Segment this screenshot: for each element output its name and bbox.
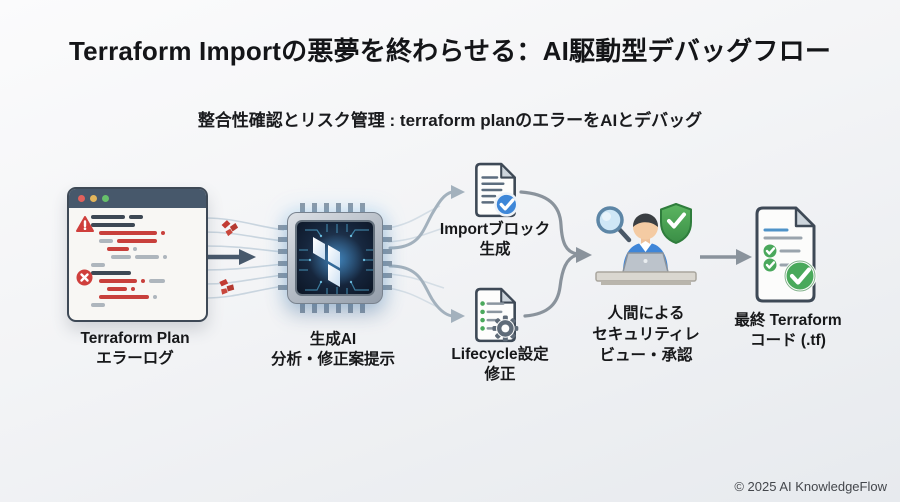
approved-badge-icon [783,259,817,293]
chip-circuit-art [299,224,373,294]
chip-pins-bottom [300,304,370,313]
lifecycle-label: Lifecycle設定 修正 [451,346,549,383]
ai-chip-label: 生成AI 分析・修正案提示 [270,331,395,368]
log-row [91,303,206,307]
import-block-doc-icon [475,162,519,218]
check-badge-blue-icon [494,192,519,217]
final-arrow [700,249,752,265]
log-row [99,279,206,283]
gear-icon [492,315,519,342]
final-tf-file-icon [755,206,817,303]
human-review-label: 人間による セキュリティレ ビュー・承認 [592,305,700,364]
terraform-logo [313,237,340,287]
log-row [107,287,206,291]
human-review-illustration [595,203,697,285]
ai-chip-icon [278,203,392,313]
laptop-icon [622,252,669,273]
desk [595,271,697,285]
window-minimize-dot [90,195,97,202]
lifecycle-doc-icon [475,287,519,343]
shield-check-icon [660,203,692,244]
main-arrow [204,249,256,265]
warning-icon [76,216,94,232]
error-log-label: Terraform Plan エラーログ [80,330,190,367]
import-block-label: Importブロック 生成 [439,221,551,258]
log-row [99,231,206,235]
error-icon [76,269,93,286]
log-lines [69,215,206,307]
final-code-label: 最終 Terraform コード (.tf) [734,312,842,349]
window-maximize-dot [102,195,109,202]
window-titlebar [69,189,206,208]
log-row [99,239,206,243]
log-row [99,295,206,299]
log-row [111,255,206,259]
chip-pins-left [278,225,287,291]
log-row [91,223,206,227]
log-row [91,263,206,267]
branch-arrow-down [388,264,465,323]
page-subtitle: 整合性確認とリスク管理 : terraform planのエラーをAIとデバッグ [197,111,703,130]
log-row [91,215,206,219]
chip-pins-top [300,203,370,212]
copyright-text: © 2025 AI KnowledgeFlow [734,479,887,494]
check-row [763,244,801,258]
window-close-dot [78,195,85,202]
chip-pins-right [383,225,392,291]
page-title: Terraform Importの悪夢を終わらせる：AI駆動型デバッグフロー [68,36,832,66]
log-row [107,247,206,251]
magnifier-icon [596,206,632,243]
chip-core [295,220,375,296]
error-fragments [219,220,239,295]
checklist-lines [480,301,505,331]
error-log-content [69,208,206,320]
terraform-plan-error-window [67,187,208,322]
flow-lines-left [204,217,285,299]
log-row [91,271,206,275]
